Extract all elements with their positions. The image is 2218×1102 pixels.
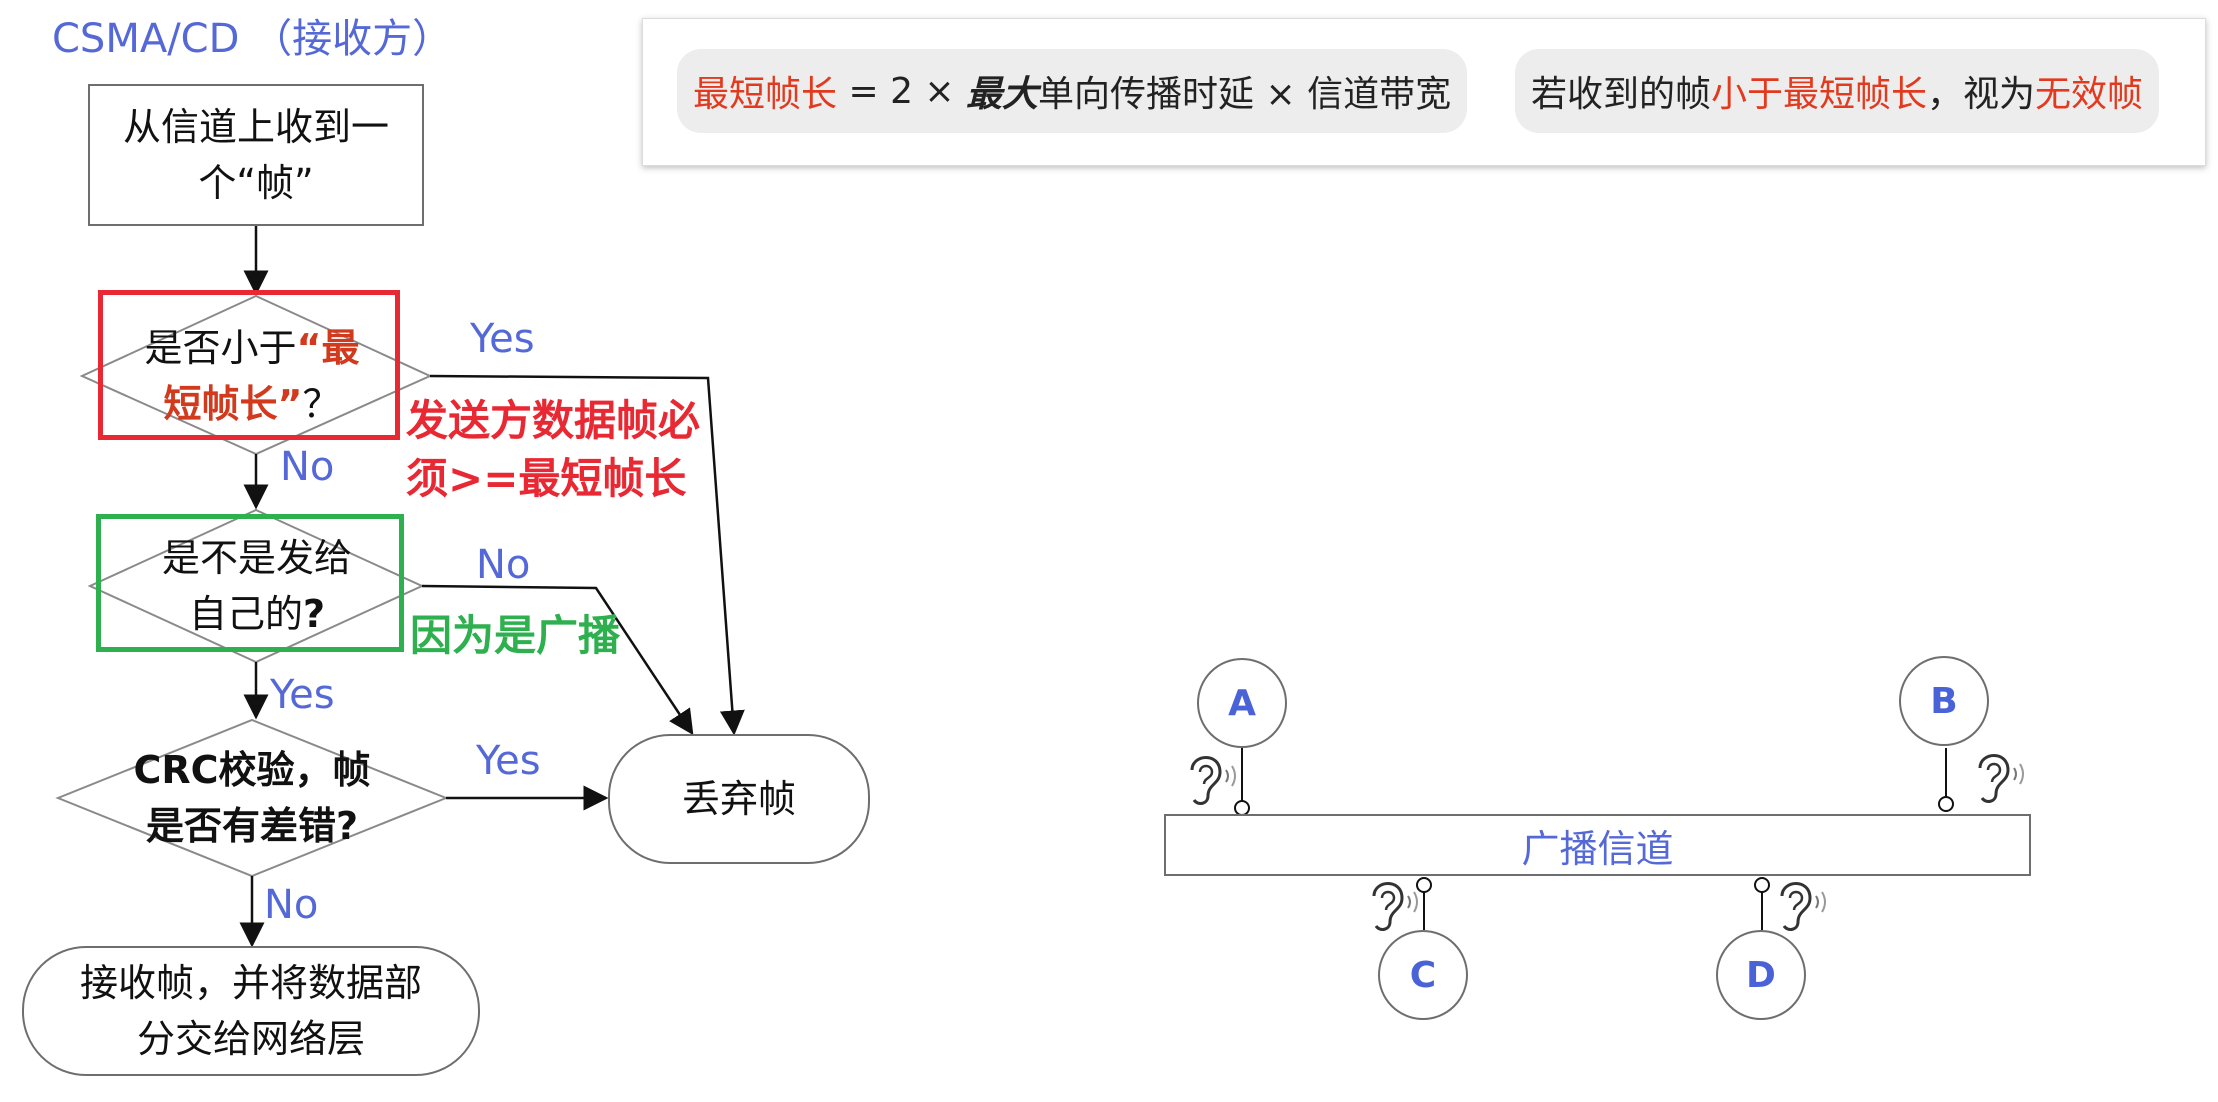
broadcast-channel: 广播信道 [1164,814,2031,876]
red-note: 发送方数据帧必须>=最短帧长 [406,396,701,503]
edge-q1-yes [429,374,745,736]
highlight-box-green [96,514,404,652]
node-d: D [1716,930,1806,1020]
q2-line1: 是不是发给 [161,536,352,580]
edge-label-q3-no: No [264,882,319,928]
formula-panel: 最短帧长 = 2 × 最大单向传播时延 × 信道带宽 若收到的帧小于最短帧长，视… [642,18,2206,166]
q2-qmark: ? [302,592,326,636]
ear-icon [1780,882,1826,931]
cond-c: ，视为 [1927,74,2036,115]
q1-emph-b: 短帧长” [163,382,303,426]
formula-chip: 最短帧长 = 2 × 最大单向传播时延 × 信道带宽 [677,49,1468,133]
ear-icon [1190,756,1236,805]
tap-b [1938,796,1954,812]
cond-d: 无效帧 [2035,74,2144,115]
edge-q2-no [421,584,694,736]
formula-rest: 单向传播时延 × 信道带宽 [1038,74,1452,115]
tap-c [1416,877,1432,893]
node-a-label: A [1228,682,1256,724]
q1-qmark: ？ [302,382,341,426]
discard-frame-box: 丢弃帧 [608,734,870,864]
ear-icon [1978,754,2024,803]
accept-text: 接收帧，并将数据部分交给网络层 [79,961,422,1061]
accept-frame-box: 接收帧，并将数据部分交给网络层 [22,946,480,1076]
node-c-label: C [1409,954,1437,996]
edge-label-q1-yes: Yes [470,316,535,362]
tap-d [1754,877,1770,893]
ear-icon [1372,882,1418,931]
condition-chip: 若收到的帧小于最短帧长，视为无效帧 [1515,49,2160,133]
q1-emph-a: “最 [296,326,360,370]
formula-term: 最短帧长 [693,74,838,115]
decision-crc-text: CRC校验，帧 是否有差错? [92,738,412,858]
edge-label-q1-no: No [280,444,335,490]
page-title: CSMA/CD （接收方） [52,16,453,62]
node-b: B [1899,656,1989,746]
formula-max: 最大 [966,74,1039,115]
start-box: 从信道上收到一个“帧” [88,84,424,226]
q1-plain: 是否小于 [144,326,297,370]
edge-label-q2-yes: Yes [270,672,335,718]
node-a: A [1197,658,1287,748]
formula-eq: = 2 × [837,70,967,112]
edge-label-q2-no: No [476,542,531,588]
decision-min-frame-text: 是否小于“最 短帧长”？ [118,318,386,434]
q3-line2: 是否有差错? [145,804,359,848]
node-c: C [1378,930,1468,1020]
cond-b: 小于最短帧长 [1711,74,1928,115]
edge-label-q3-yes: Yes [476,738,541,784]
q2-line2: 自己的 [188,592,303,636]
channel-label: 广播信道 [1521,826,1674,871]
q3-line1: CRC校验，帧 [133,748,371,792]
decision-addressed-text: 是不是发给 自己的? [126,528,388,644]
highlight-box-red [98,290,400,440]
node-b-label: B [1930,680,1958,722]
start-text: 从信道上收到一个“帧” [122,105,389,205]
node-d-label: D [1746,954,1776,996]
discard-text: 丢弃帧 [681,777,796,821]
cond-a: 若收到的帧 [1531,74,1712,115]
green-note: 因为是广播 [410,611,621,660]
